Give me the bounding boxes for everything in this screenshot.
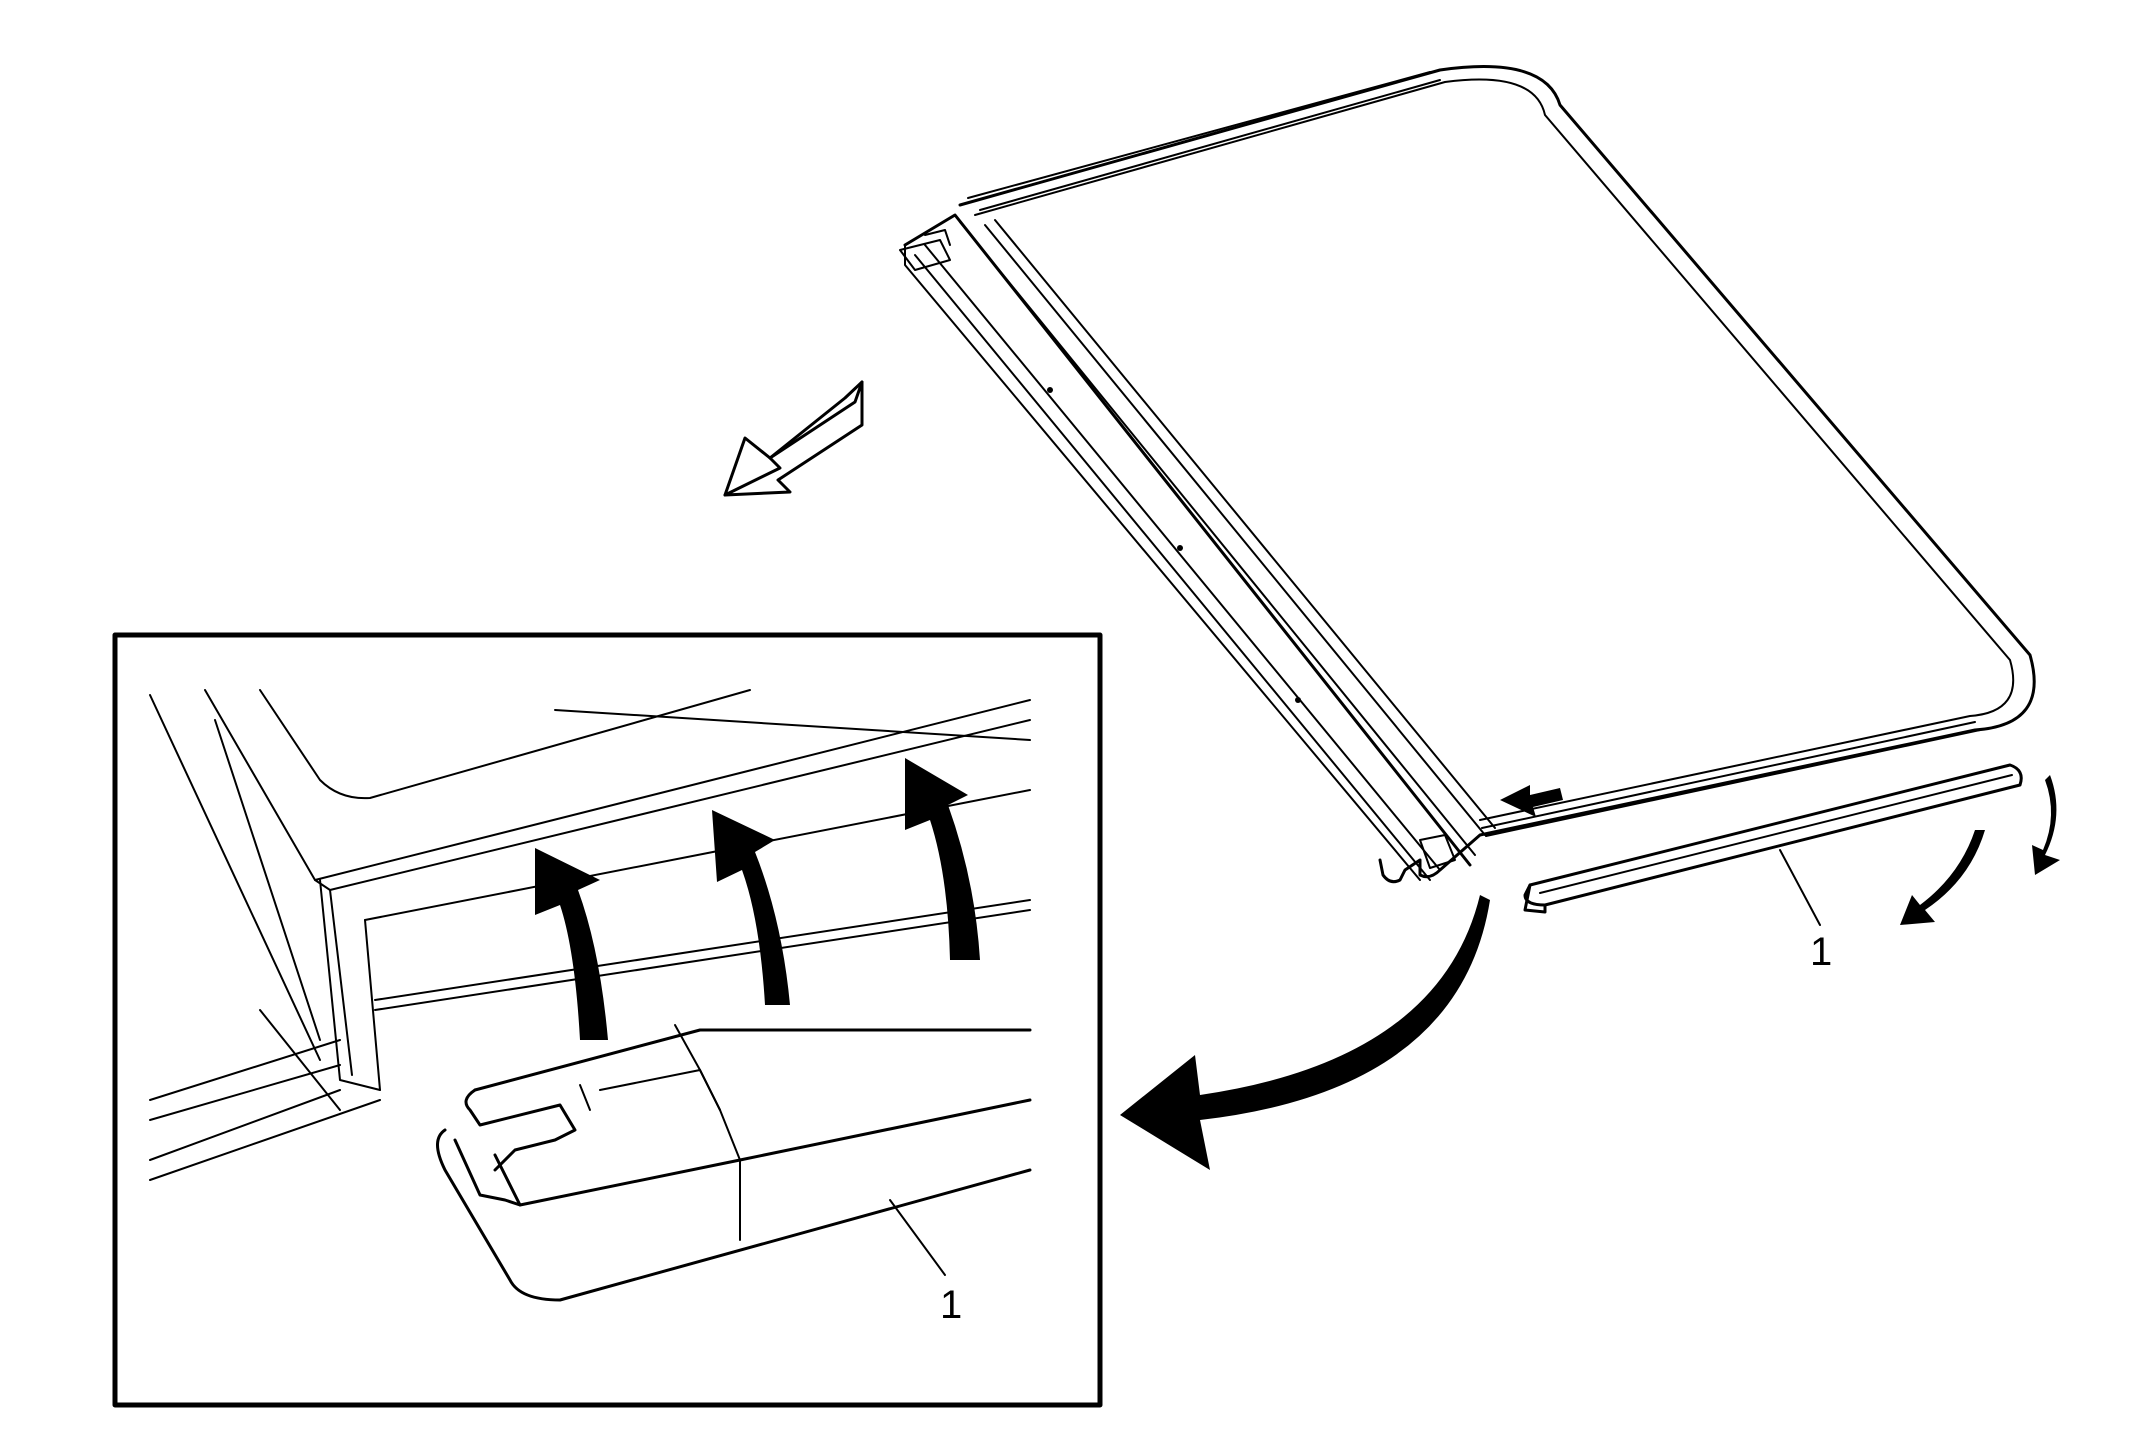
seal-strip-part [1523,763,2023,914]
callout-leader-main [1779,849,1821,926]
detail-inset: 1 [112,632,1103,1408]
lift-arrow-icon [905,758,980,960]
lift-arrow-icon [712,810,790,1005]
sunshade-panel [899,65,2036,884]
curved-arrow-icon [2032,775,2060,875]
curved-arrow-icon [1900,830,1985,925]
lift-arrow-icon [535,848,608,1040]
curved-pointer-arrow-icon [1120,895,1490,1170]
callout-leader-detail [889,1199,946,1276]
slide-direction-arrow [1500,785,1563,817]
hollow-direction-arrow-icon [723,380,864,497]
callout-label-detail: 1 [940,1283,962,1327]
callout-label-main: 1 [1810,930,1832,974]
